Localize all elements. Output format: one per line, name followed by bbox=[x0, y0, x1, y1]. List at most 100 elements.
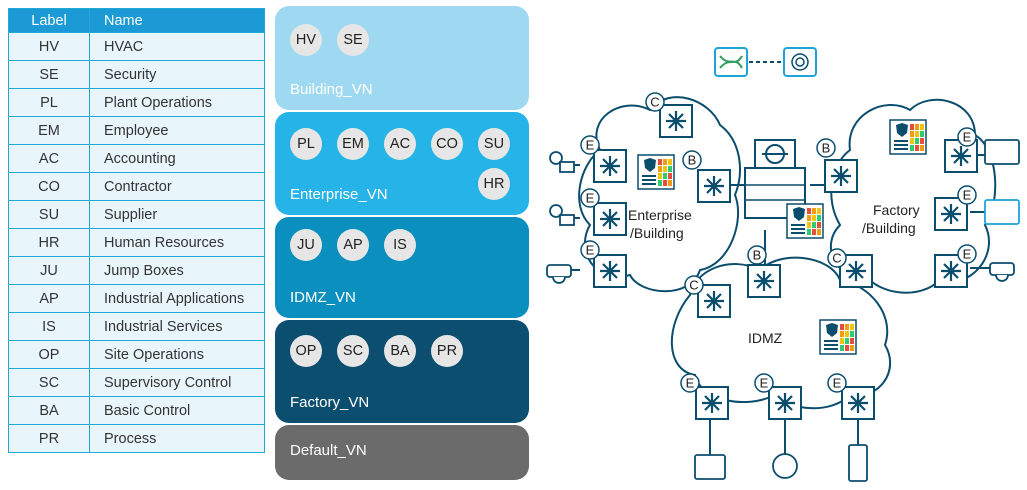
group-tag-pill: SU bbox=[478, 128, 510, 160]
row-name-cell: Plant Operations bbox=[89, 88, 265, 117]
edge-switch-icon: E bbox=[580, 135, 627, 183]
border-node-icon: B bbox=[816, 138, 858, 193]
edge-switch-icon: E bbox=[934, 244, 977, 288]
user-workstation-icon bbox=[549, 204, 563, 218]
row-name-cell: Accounting bbox=[89, 144, 265, 173]
border-node-icon: B bbox=[747, 245, 781, 298]
camera-icon bbox=[546, 264, 572, 278]
row-name-cell: Employee bbox=[89, 116, 265, 145]
row-name-cell: Process bbox=[89, 424, 265, 453]
row-label-cell: HV bbox=[8, 32, 90, 61]
role-letter: B bbox=[753, 248, 762, 263]
fingerprint-icon bbox=[783, 47, 817, 77]
role-letter: E bbox=[686, 376, 695, 391]
role-letter: E bbox=[833, 376, 842, 391]
policy-matrix-icon bbox=[819, 319, 857, 355]
enterprise-label-line1: Enterprise bbox=[628, 207, 692, 223]
vn-name: Enterprise_VN bbox=[290, 186, 388, 203]
row-name-cell: HVAC bbox=[89, 32, 265, 61]
group-tag-pill: PR bbox=[431, 335, 463, 367]
group-tag-pill: AP bbox=[337, 229, 369, 261]
hmi-icon bbox=[694, 454, 726, 480]
column-header-label: Label bbox=[8, 8, 90, 33]
row-name-cell: Industrial Services bbox=[89, 312, 265, 341]
factory-label-line2: /Building bbox=[862, 220, 916, 236]
row-label-cell: JU bbox=[8, 256, 90, 285]
row-name-cell: Supplier bbox=[89, 200, 265, 229]
vn-block-default-vn: Default_VN bbox=[275, 425, 529, 480]
edge-switch-icon: E bbox=[680, 373, 729, 420]
edge-switch-icon: E bbox=[754, 373, 802, 420]
enterprise-label-line2: /Building bbox=[630, 225, 684, 241]
row-label-cell: SU bbox=[8, 200, 90, 229]
row-name-cell: Site Operations bbox=[89, 340, 265, 369]
role-letter: E bbox=[963, 247, 972, 262]
vn-block-factory-vn: OP SC BA PR Factory_VN bbox=[275, 320, 529, 423]
row-label-cell: PL bbox=[8, 88, 90, 117]
role-letter: C bbox=[832, 251, 841, 266]
role-letter: C bbox=[650, 95, 659, 110]
policy-matrix-icon bbox=[637, 154, 675, 190]
vn-name: Building_VN bbox=[290, 81, 373, 98]
row-label-cell: IS bbox=[8, 312, 90, 341]
group-tag-pill: OP bbox=[290, 335, 322, 367]
row-label-cell: SE bbox=[8, 60, 90, 89]
plc-icon bbox=[984, 199, 1020, 225]
row-label-cell: EM bbox=[8, 116, 90, 145]
role-letter: E bbox=[586, 191, 595, 206]
factory-cloud bbox=[829, 98, 997, 294]
row-label-cell: SC bbox=[8, 368, 90, 397]
gauge-icon bbox=[772, 453, 798, 479]
policy-matrix-icon bbox=[889, 119, 927, 155]
user-workstation-icon bbox=[549, 151, 563, 165]
factory-label-line1: Factory bbox=[873, 202, 920, 218]
vn-name: Factory_VN bbox=[290, 394, 370, 411]
vn-name: Default_VN bbox=[290, 442, 367, 459]
row-label-cell: PR bbox=[8, 424, 90, 453]
sensor-icon bbox=[984, 139, 1020, 165]
policy-panel-group bbox=[637, 119, 927, 355]
group-tag-pill: HR bbox=[478, 168, 510, 200]
edge-switch-icon: E bbox=[934, 185, 977, 231]
group-tag-pill: SE bbox=[337, 24, 369, 56]
endpoint-devices bbox=[546, 139, 1020, 482]
control-plane-icon: C bbox=[684, 275, 731, 318]
row-name-cell: Supervisory Control bbox=[89, 368, 265, 397]
row-name-cell: Security bbox=[89, 60, 265, 89]
role-letter: E bbox=[963, 130, 972, 145]
edge-switch-icon: E bbox=[827, 373, 875, 420]
role-letter: E bbox=[760, 376, 769, 391]
row-label-cell: HR bbox=[8, 228, 90, 257]
group-tag-pill: SC bbox=[337, 335, 369, 367]
role-letter: E bbox=[586, 243, 595, 258]
control-plane-icon: C bbox=[827, 248, 873, 288]
group-tag-pill: BA bbox=[384, 335, 416, 367]
group-tag-pill: AC bbox=[384, 128, 416, 160]
edge-switch-icon: E bbox=[580, 240, 627, 288]
group-tag-pill: PL bbox=[290, 128, 322, 160]
row-name-cell: Basic Control bbox=[89, 396, 265, 425]
edge-switch-icon: E bbox=[944, 127, 978, 173]
role-letter: C bbox=[689, 278, 698, 293]
vn-name: IDMZ_VN bbox=[290, 289, 356, 306]
row-name-cell: Jump Boxes bbox=[89, 256, 265, 285]
server-icon bbox=[848, 444, 868, 482]
